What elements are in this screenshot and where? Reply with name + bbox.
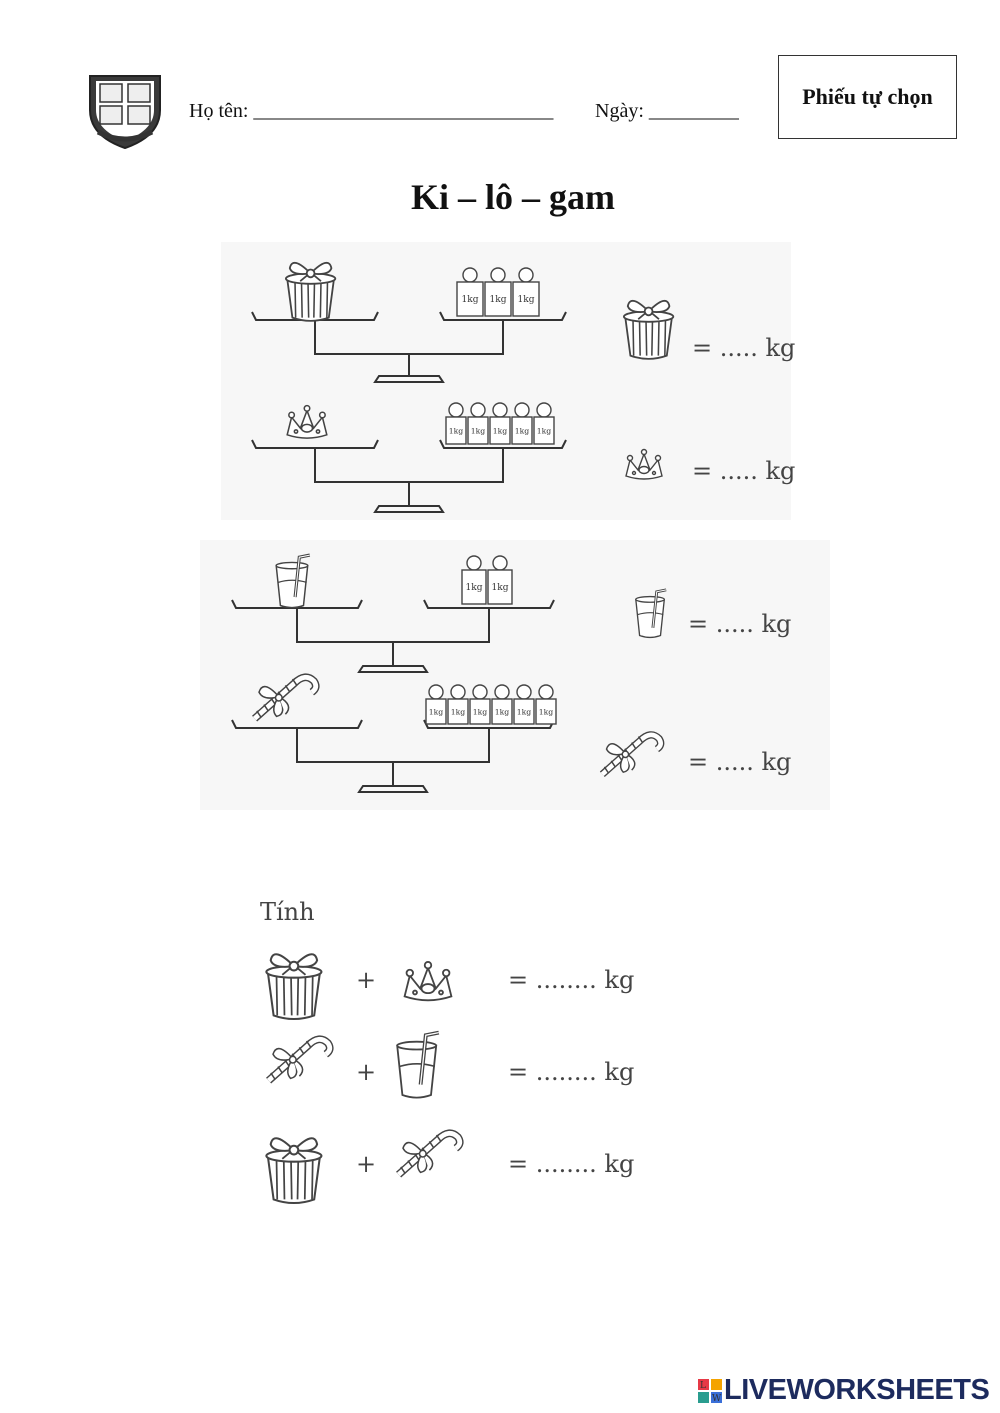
scale-3-weight-1: 1kg (461, 555, 487, 605)
weight-label: 1kg (429, 708, 444, 717)
scale-2-weight-2: 1kg (467, 402, 489, 445)
scale-3: 1kg 1kg (231, 553, 667, 673)
weight-label: 1kg (451, 708, 466, 717)
scale-4-answer-candy-cane-icon (599, 731, 665, 778)
scale-2: 1kg 1kg 1kg 1kg 1kg (251, 402, 663, 513)
scale-4-weight-5: 1kg (513, 684, 535, 725)
tinh-row-2-candy-cane-icon (266, 1035, 334, 1084)
scale-4-weight-6: 1kg (535, 684, 557, 725)
scale-base (373, 505, 445, 513)
scale-3-weight-2: 1kg (487, 555, 513, 605)
weight-label: 1kg (493, 427, 508, 436)
tinh-row-1-gift-box-icon (265, 953, 323, 1021)
weight-label: 1kg (537, 427, 552, 436)
scale-4-weight-2: 1kg (447, 684, 469, 725)
scale-3-answer-glass-icon (635, 588, 667, 639)
tinh-heading: Tính (260, 898, 315, 926)
name-field-label: Họ tên: ______________________________ (189, 100, 554, 122)
weight-label: 1kg (462, 295, 479, 305)
scale-base (373, 375, 445, 383)
tinh-row-1-answer: = ........ kg (508, 966, 635, 994)
scale-1-answer-gift-box-icon (622, 299, 675, 360)
tinh-row-3-candy-cane-icon-b (396, 1129, 464, 1178)
worksheet-type-box: Phiếu tự chọn (778, 55, 957, 139)
scale-base (357, 665, 429, 673)
scale-2-answer-crown-icon (625, 448, 663, 480)
liveworksheets-brand: LIVEWORKSHEETS (724, 1374, 990, 1406)
scale-3-glass-icon (275, 553, 311, 609)
scale-3-answer: = ..... kg (688, 610, 792, 638)
tinh-row-1-plus: + (356, 966, 377, 994)
weight-label: 1kg (471, 427, 486, 436)
page-title: Ki – lô – gam (411, 177, 615, 217)
scale-1-answer: = ..... kg (692, 334, 796, 362)
weight-label: 1kg (466, 583, 483, 593)
scale-2-weight-3: 1kg (489, 402, 511, 445)
school-logo (84, 70, 166, 150)
scale-4-weight-3: 1kg (469, 684, 491, 725)
tinh-row-3-gift-box-icon (265, 1137, 323, 1205)
scale-1-weight-2: 1kg (484, 267, 512, 317)
scale-2-answer: = ..... kg (692, 457, 796, 485)
scale-2-weight-1: 1kg (445, 402, 467, 445)
tinh-row-2-plus: + (356, 1058, 377, 1086)
weight-label: 1kg (490, 295, 507, 305)
tinh-row-3-plus: + (356, 1150, 377, 1178)
date-field-label: Ngày: _________ (595, 100, 739, 122)
weight-label: 1kg (517, 708, 532, 717)
scale-4-answer: = ..... kg (688, 748, 792, 776)
weight-label: 1kg (515, 427, 530, 436)
logo-letter-w: W (712, 1394, 722, 1403)
tinh-row-1-crown-icon-b (403, 961, 453, 1002)
weight-label: 1kg (495, 708, 510, 717)
scale-1: 1kg 1kg 1kg (251, 261, 675, 383)
scale-1-weight-3: 1kg (512, 267, 540, 317)
scale-4-weight-1: 1kg (425, 684, 447, 725)
scale-1-gift-box-icon (284, 261, 337, 322)
scale-2-weight-5: 1kg (533, 402, 555, 445)
tinh-row-2-answer: = ........ kg (508, 1058, 635, 1086)
scale-4-weight-4: 1kg (491, 684, 513, 725)
weight-label: 1kg (539, 708, 554, 717)
liveworksheets-logo-icon: L W (698, 1379, 722, 1404)
scale-2-weight-4: 1kg (511, 402, 533, 445)
scale-4-candy-cane-icon (252, 673, 320, 722)
tinh-row-2-glass-icon-b (396, 1030, 440, 1099)
weight-label: 1kg (449, 427, 464, 436)
scale-4: 1kg 1kg 1kg 1kg 1kg 1kg (231, 673, 665, 793)
logo-letter-l: L (700, 1381, 706, 1391)
weight-label: 1kg (492, 583, 509, 593)
scale-base (357, 785, 429, 793)
weight-label: 1kg (473, 708, 488, 717)
weight-label: 1kg (518, 295, 535, 305)
scale-1-weight-1: 1kg (456, 267, 484, 317)
tinh-row-3-answer: = ........ kg (508, 1150, 635, 1178)
scale-2-crown-icon (286, 404, 328, 439)
